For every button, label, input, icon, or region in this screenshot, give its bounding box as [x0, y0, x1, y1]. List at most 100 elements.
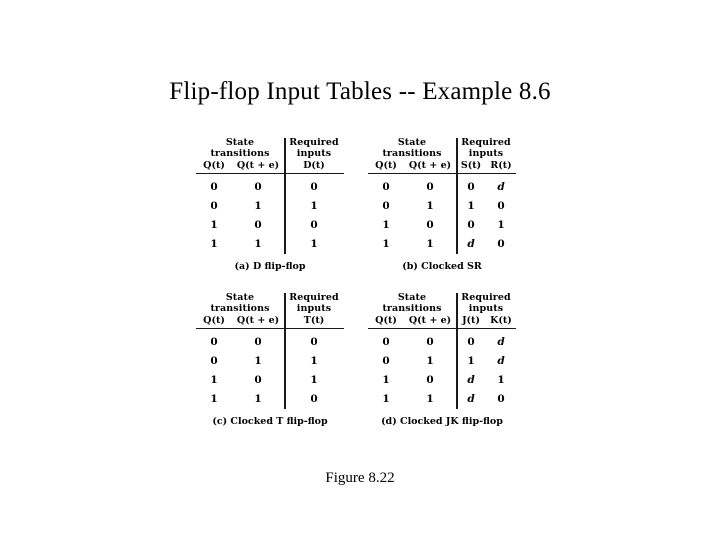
cell-q: 1	[382, 374, 390, 386]
column-label-input-1: T(t)	[303, 315, 325, 326]
cell-q-next: 0	[254, 336, 262, 348]
required-inputs-line2: inputs	[468, 147, 504, 159]
cell-input-1: 0	[310, 336, 318, 348]
cell-q: 0	[210, 181, 218, 193]
cell-q: 0	[210, 200, 218, 212]
required-inputs-line2: inputs	[296, 302, 332, 314]
required-inputs-line2: inputs	[468, 302, 504, 314]
cell-q: 1	[382, 393, 390, 405]
required-inputs-line1: Required	[289, 292, 339, 303]
figure-caption: Figure 8.22	[325, 470, 395, 486]
column-label-input-1: J(t)	[462, 315, 480, 326]
cell-input-1: 0	[467, 219, 475, 231]
cell-q-next: 1	[254, 200, 262, 212]
required-inputs-line1: Required	[289, 137, 339, 148]
column-label-q-next: Q(t + e)	[236, 160, 280, 171]
state-transitions-line2: transitions	[210, 302, 270, 314]
cell-input-2: d	[497, 355, 505, 367]
column-label-q: Q(t)	[203, 315, 225, 326]
column-group-divider	[284, 293, 286, 409]
cell-input-1: 1	[467, 200, 475, 212]
table-caption: (d) Clocked JK flip-flop	[381, 416, 503, 427]
required-inputs-line1: Required	[461, 137, 511, 148]
cell-q: 1	[210, 393, 218, 405]
column-label-q: Q(t)	[203, 160, 225, 171]
cell-input-2: 0	[497, 200, 505, 212]
cell-input-2: d	[497, 181, 505, 193]
column-label-input-1: D(t)	[303, 160, 325, 171]
column-group-divider	[456, 293, 458, 409]
cell-q: 1	[210, 219, 218, 231]
table-caption: (b) Clocked SR	[402, 261, 482, 272]
cell-q-next: 1	[426, 393, 434, 405]
column-labels-row: Q(t)Q(t + e)J(t)K(t)	[368, 315, 516, 326]
cell-q-next: 0	[426, 181, 434, 193]
header-divider	[196, 327, 344, 329]
column-label-q-next: Q(t + e)	[408, 160, 452, 171]
cell-q-next: 0	[426, 219, 434, 231]
cell-input-2: 0	[497, 393, 505, 405]
cell-q-next: 1	[426, 200, 434, 212]
cell-q-next: 1	[426, 355, 434, 367]
header-divider	[196, 172, 344, 174]
column-label-q-next: Q(t + e)	[236, 315, 280, 326]
cell-input-2: d	[497, 336, 505, 348]
cell-q-next: 1	[254, 238, 262, 250]
header-divider	[368, 172, 516, 174]
state-transitions-line2: transitions	[382, 147, 442, 159]
cell-q: 0	[382, 336, 390, 348]
cell-input-1: 1	[310, 374, 318, 386]
cell-input-1: 1	[310, 355, 318, 367]
cell-input-1: 1	[310, 200, 318, 212]
cell-input-1: 0	[467, 336, 475, 348]
state-transitions-line2: transitions	[382, 302, 442, 314]
column-labels-row: Q(t)Q(t + e)S(t)R(t)	[368, 160, 516, 171]
cell-q-next: 1	[254, 393, 262, 405]
cell-q: 0	[382, 200, 390, 212]
state-transitions-line1: State	[397, 137, 427, 148]
cell-input-1: 1	[310, 238, 318, 250]
table-caption: (a) D flip-flop	[234, 261, 306, 272]
column-label-q: Q(t)	[375, 315, 397, 326]
cell-q-next: 0	[254, 219, 262, 231]
column-labels-row: Q(t) Q(t + e) D(t)	[196, 160, 344, 171]
column-labels-row: Q(t) Q(t + e) T(t)	[196, 315, 344, 326]
cell-input-2: 1	[497, 219, 505, 231]
state-transitions-line1: State	[225, 292, 255, 303]
required-inputs-line2: inputs	[296, 147, 332, 159]
cell-q: 0	[382, 355, 390, 367]
cell-q: 0	[382, 181, 390, 193]
state-transitions-line1: State	[397, 292, 427, 303]
column-label-input-2: R(t)	[490, 160, 512, 171]
state-transitions-line1: State	[225, 137, 255, 148]
cell-q-next: 0	[426, 374, 434, 386]
